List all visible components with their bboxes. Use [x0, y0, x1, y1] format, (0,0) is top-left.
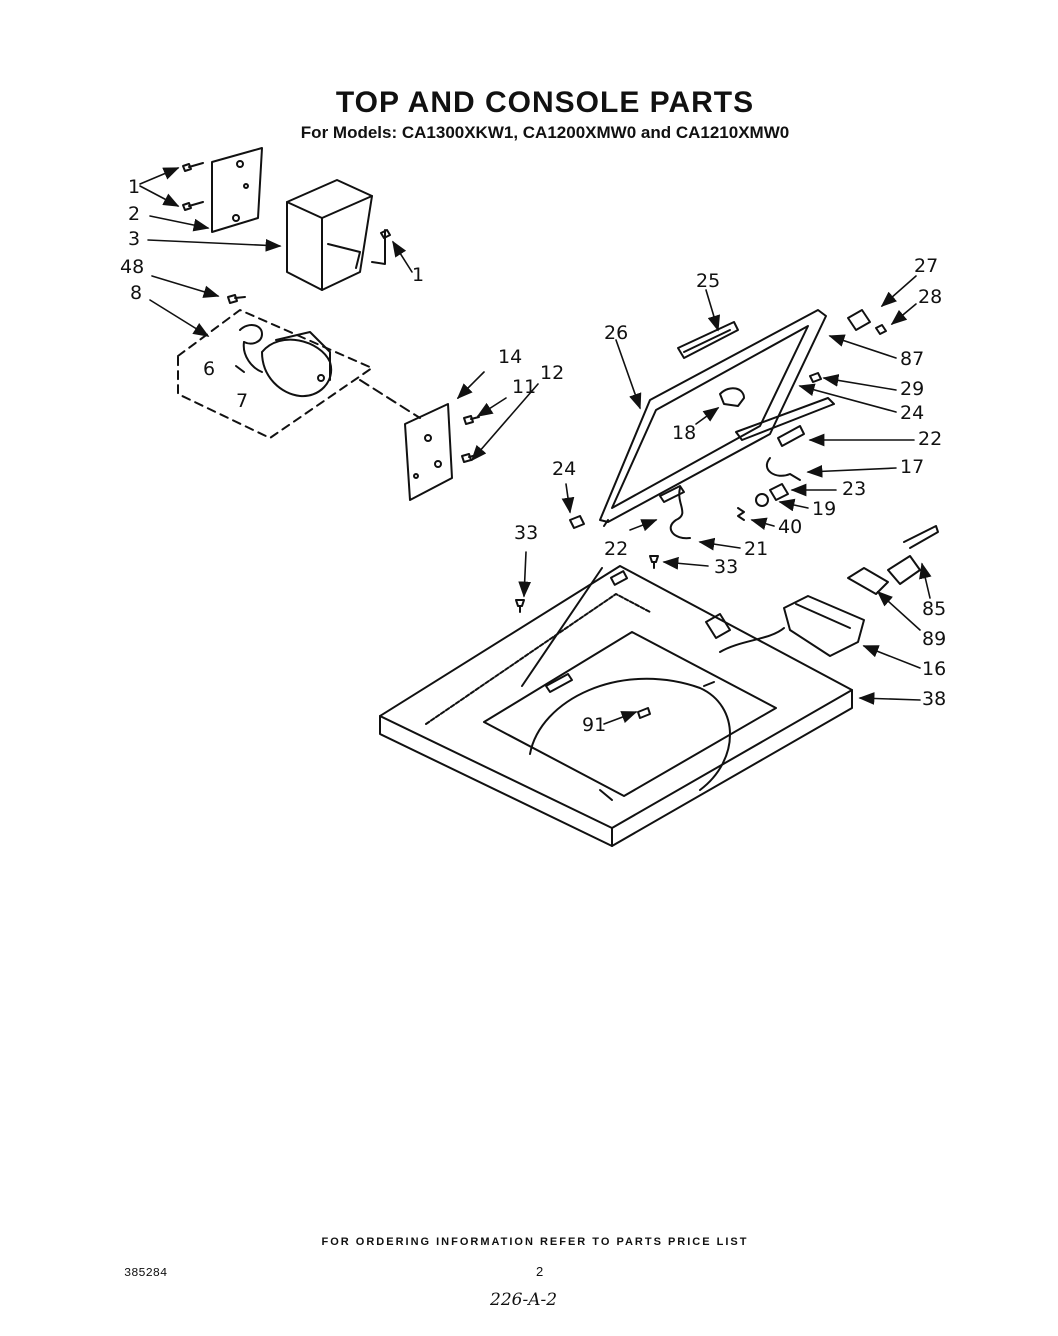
- washer-top-panel: [379, 565, 853, 847]
- ordering-note: FOR ORDERING INFORMATION REFER TO PARTS …: [321, 1236, 749, 1248]
- callout-1: 1: [128, 176, 141, 198]
- callout-27: 27: [914, 255, 939, 277]
- dashed-leader: [359, 379, 421, 419]
- document-number: 385284: [124, 1266, 168, 1280]
- handwritten-note: 226-A-2: [490, 1290, 558, 1310]
- page-number: 2: [536, 1264, 544, 1279]
- callout-12: 12: [540, 362, 565, 384]
- callout-85: 85: [922, 598, 947, 620]
- spring: [737, 507, 745, 521]
- leader-lines: [139, 167, 932, 725]
- console-housing: [286, 179, 386, 291]
- lid-strip: [735, 397, 835, 441]
- timer-assembly: [177, 309, 373, 439]
- callout-22-upper: 22: [918, 428, 943, 450]
- callout-18: 18: [672, 422, 697, 444]
- callout-38: 38: [922, 688, 947, 710]
- screw: [182, 201, 204, 211]
- lid-hinge-rod: [521, 567, 603, 687]
- callout-7: 7: [236, 390, 249, 412]
- callout-40: 40: [778, 516, 803, 538]
- callout-33-left: 33: [514, 522, 539, 544]
- callout-19: 19: [812, 498, 837, 520]
- callout-3: 3: [128, 228, 141, 250]
- wire-harness: [659, 485, 691, 540]
- lid-switch: [765, 425, 805, 481]
- callout-33-right: 33: [714, 556, 739, 578]
- callout-1-housing-screw: 1: [412, 264, 425, 286]
- callout-16: 16: [922, 658, 947, 680]
- console-panel-cover: [211, 147, 263, 233]
- switch-actuator: [755, 483, 789, 507]
- switch-block: [847, 567, 889, 595]
- console-end-cap: [719, 595, 865, 657]
- washer-lid: [599, 309, 827, 527]
- hinge-slot: [637, 707, 651, 719]
- hinge-part: [847, 309, 887, 335]
- callout-11: 11: [512, 376, 537, 398]
- callout-24-upper: 24: [900, 402, 925, 424]
- screw: [463, 415, 480, 425]
- callout-23: 23: [842, 478, 867, 500]
- callout-28: 28: [918, 286, 943, 308]
- screw: [182, 162, 204, 172]
- callout-87: 87: [900, 348, 925, 370]
- screw: [649, 555, 659, 569]
- callout-6: 6: [203, 358, 216, 380]
- callout-25: 25: [696, 270, 721, 292]
- callout-89: 89: [922, 628, 947, 650]
- callout-14: 14: [498, 346, 523, 368]
- selector-knob: [887, 525, 939, 585]
- callout-26: 26: [604, 322, 629, 344]
- screw: [515, 599, 525, 613]
- callout-48: 48: [120, 256, 145, 278]
- lid-handle: [677, 321, 739, 359]
- mounting-plate: [404, 403, 453, 501]
- callout-8: 8: [130, 282, 143, 304]
- screw: [380, 229, 391, 247]
- page-title: TOP AND CONSOLE PARTS: [335, 86, 755, 119]
- model-subtitle: For Models: CA1300XKW1, CA1200XMW0 and C…: [300, 123, 790, 142]
- hinge-pin: [569, 372, 822, 529]
- callout-22-lower: 22: [604, 538, 629, 560]
- screw: [227, 294, 246, 304]
- callout-2: 2: [128, 203, 141, 225]
- lid-hinge-bracket: [719, 387, 745, 407]
- callout-29: 29: [900, 378, 925, 400]
- callout-17: 17: [900, 456, 925, 478]
- callout-91: 91: [582, 714, 607, 736]
- callout-24-lower: 24: [552, 458, 577, 480]
- callout-21: 21: [744, 538, 769, 560]
